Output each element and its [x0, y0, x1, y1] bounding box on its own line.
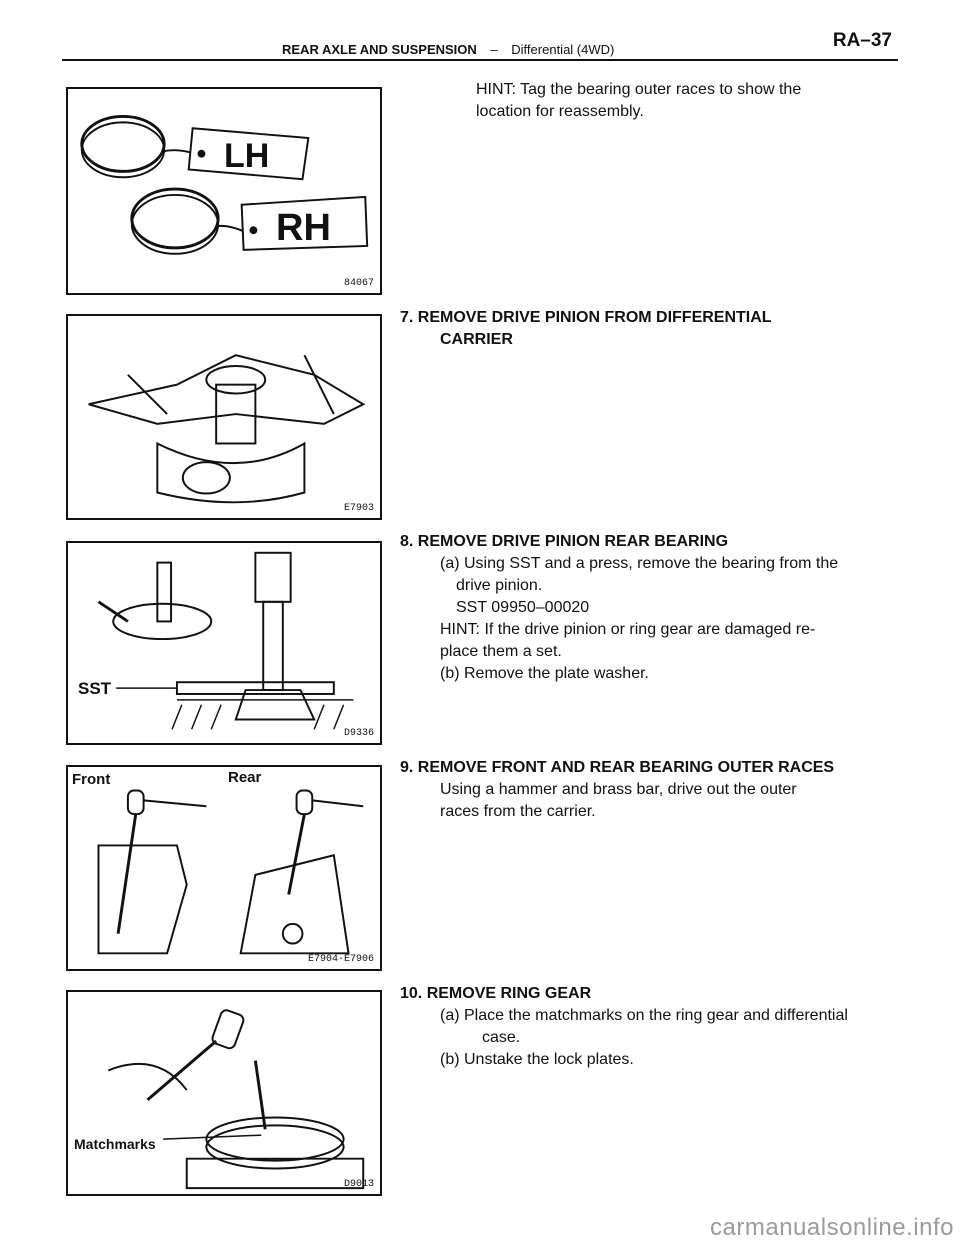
running-header: REAR AXLE AND SUSPENSION – Differential …: [282, 42, 614, 57]
label-rear: Rear: [228, 769, 262, 786]
figure-code: D9013: [343, 1179, 374, 1190]
step-9: 9. REMOVE FRONT AND REAR BEARING OUTER R…: [400, 757, 900, 823]
step-8-hint-1: HINT: If the drive pinion or ring gear a…: [440, 621, 816, 638]
figure-code: E7903: [343, 503, 374, 514]
figure-pinion-bearing-press: SST D9336: [66, 541, 382, 745]
section-title: REAR AXLE AND SUSPENSION: [282, 42, 477, 57]
ring-gear-illustration: [107, 1009, 365, 1190]
label-matchmarks: Matchmarks: [74, 1136, 156, 1152]
watermark: carmanualsonline.info: [710, 1214, 954, 1241]
label-sst: SST: [78, 679, 112, 698]
step-9-line-1: Using a hammer and brass bar, drive out …: [440, 781, 797, 798]
figure-ring-gear-matchmarks: Matchmarks D9013: [66, 990, 382, 1196]
subsection-title: Differential (4WD): [511, 42, 615, 57]
page-number: RA–37: [832, 30, 892, 51]
figure-outer-race-removal: Front Rear E7904·E7906: [66, 765, 382, 971]
race-tags-illustration: [80, 114, 369, 255]
step-9-title: 9. REMOVE FRONT AND REAR BEARING OUTER R…: [400, 759, 835, 776]
step-7-title: 7. REMOVE DRIVE PINION FROM DIFFERENTIAL: [400, 309, 772, 326]
figure-code: E7904·E7906: [307, 954, 374, 965]
header-separator: –: [490, 42, 498, 57]
step-8-b: (b) Remove the plate washer.: [440, 665, 649, 682]
step-8-title: 8. REMOVE DRIVE PINION REAR BEARING: [400, 533, 729, 550]
step-8-sst: SST 09950–00020: [456, 599, 590, 616]
bearing-press-illustration: [97, 551, 354, 730]
step-7-title-cont: CARRIER: [440, 331, 513, 348]
header-rule: [62, 59, 898, 61]
label-lh: LH: [224, 137, 270, 175]
step-8-a: (a) Using SST and a press, remove the be…: [440, 555, 839, 572]
step-8-hint-2: place them a set.: [440, 643, 562, 660]
step-10-a-cont: case.: [482, 1029, 521, 1046]
step-7: 7. REMOVE DRIVE PINION FROM DIFFERENTIAL…: [400, 307, 900, 351]
step-10-b: (b) Unstake the lock plates.: [440, 1051, 634, 1068]
figure-code: D9336: [343, 728, 374, 739]
figure-drive-pinion-removal: E7903: [66, 314, 382, 520]
press-setup-illustration: [88, 354, 366, 504]
label-rh: RH: [276, 207, 331, 249]
hint-tag-races: HINT: Tag the bearing outer races to sho…: [476, 81, 802, 120]
hammer-drift-illustration: [97, 789, 364, 955]
step-9-line-2: races from the carrier.: [440, 803, 596, 820]
step-10-title: 10. REMOVE RING GEAR: [400, 985, 592, 1002]
label-front: Front: [72, 771, 111, 788]
step-10: 10. REMOVE RING GEAR (a) Place the match…: [400, 983, 900, 1071]
figure-tagged-races: LH RH 84067: [66, 87, 382, 295]
step-8-a-cont: drive pinion.: [456, 577, 543, 594]
step-8: 8. REMOVE DRIVE PINION REAR BEARING (a) …: [400, 531, 900, 685]
figure-code: 84067: [343, 278, 374, 289]
step-10-a: (a) Place the matchmarks on the ring gea…: [440, 1007, 848, 1024]
